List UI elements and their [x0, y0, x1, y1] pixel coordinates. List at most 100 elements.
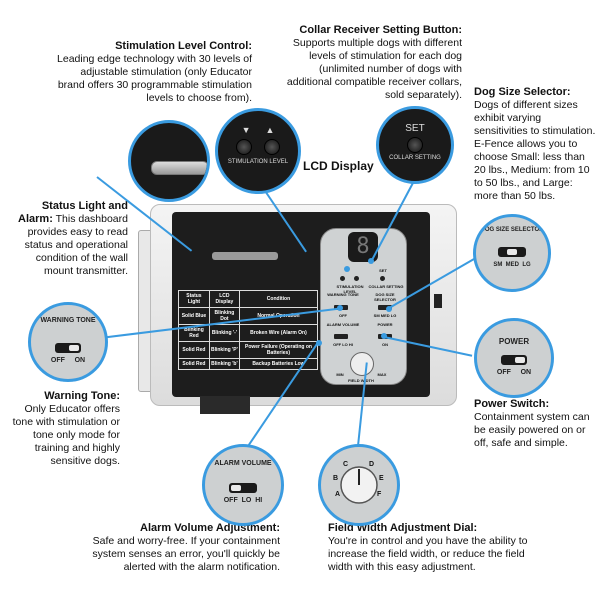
mini-alarm-opts: OFF LO HI	[333, 342, 353, 347]
collar-setting-label: COLLAR SETTING	[389, 155, 441, 161]
leader-dot	[344, 266, 350, 272]
dial-letter: B	[333, 475, 339, 482]
set-label: SET	[405, 123, 425, 134]
mini-power-label: POWER	[377, 322, 393, 327]
field-width-dial[interactable]	[321, 447, 397, 523]
table-row: Blinking Red Blinking '-' Broken Wire (A…	[178, 324, 319, 342]
status-title: Status Light and Alarm:	[18, 200, 128, 225]
warning-tone-zoom: WARNING TONE OFF ON	[28, 302, 108, 382]
legend-cell: Solid Blue	[178, 307, 210, 325]
dial-letter: C	[343, 461, 349, 468]
status-light-bar	[151, 161, 207, 175]
power-callout: Power Switch: Containment system can be …	[474, 398, 598, 450]
legend-header: Status Light	[178, 290, 210, 308]
power-body: Containment system can be easily powered…	[474, 411, 590, 449]
warning-tone-switch[interactable]	[55, 343, 81, 353]
field-width-zoom: A B C D E F	[318, 444, 400, 526]
legend-header: LCD Display	[208, 290, 240, 308]
table-row: Solid Blue Blinking Dot Normal Operation	[178, 307, 319, 325]
warning-tone-knob	[69, 345, 79, 351]
power-zoom: POWER OFF ON	[474, 318, 554, 398]
alarm-volume-label: ALARM VOLUME	[214, 460, 272, 467]
status-light	[212, 252, 278, 260]
leader-dot	[386, 306, 392, 312]
mini-max-label: MAX	[377, 372, 387, 377]
status-callout: Status Light and Alarm: This dashboard p…	[8, 200, 128, 278]
dial-letter: D	[369, 461, 375, 468]
stimulation-callout: Stimulation Level Control: Leading edge …	[52, 40, 252, 105]
stim-arrows: ▼ ▲	[241, 125, 275, 135]
stimulation-body: Leading edge technology with 30 levels o…	[57, 53, 252, 104]
power-knob	[515, 357, 525, 363]
dog-size-switch[interactable]	[498, 247, 526, 257]
mini-collar-label: COLLAR SETTING	[368, 284, 404, 289]
stim-down-button[interactable]	[340, 276, 345, 281]
status-body: This dashboard provides easy to read sta…	[24, 213, 128, 277]
power-switch[interactable]	[501, 355, 527, 365]
dial-letter: E	[379, 475, 384, 482]
warning-title: Warning Tone:	[44, 390, 120, 402]
stimulation-title: Stimulation Level Control:	[115, 40, 252, 52]
table-row: Solid Red Blinking 'P' Power Failure (Op…	[178, 341, 319, 359]
dial-letter: F	[377, 491, 382, 498]
mini-dogsize-opts: SM MED LG	[373, 313, 397, 318]
lcd-title: LCD Display	[303, 159, 374, 173]
collar-body: Supports multiple dogs with different le…	[286, 37, 462, 101]
alarm-volume-switch[interactable]	[229, 483, 257, 493]
power-label: POWER	[498, 337, 530, 346]
legend-cell: Blinking '-'	[208, 324, 240, 342]
leader-dot	[368, 258, 374, 264]
mini-power-opts: ON	[382, 342, 388, 347]
stim-up-button[interactable]	[264, 139, 280, 155]
mini-warning-opts: OFF	[339, 313, 347, 318]
mini-field-width-label: FIELD WIDTH	[348, 378, 374, 383]
legend-cell: Blinking 'P'	[208, 341, 240, 359]
stimulation-zoom: ▼ ▲ STIMULATION LEVEL	[215, 108, 301, 194]
set-button[interactable]	[380, 276, 385, 281]
mini-alarm-switch[interactable]	[334, 334, 348, 339]
power-title: Power Switch:	[474, 398, 550, 410]
mini-warning-label: WARNING TONE	[327, 292, 359, 297]
set-button[interactable]	[407, 137, 423, 153]
field-callout: Field Width Adjustment Dial: You're in c…	[328, 522, 528, 574]
alarm-volume-knob	[231, 485, 241, 491]
mini-dogsize-label: DOG SIZE SELECTOR	[374, 292, 396, 302]
mini-min-label: MIN	[336, 372, 344, 377]
dial-letter: A	[335, 491, 341, 498]
warning-callout: Warning Tone: Only Educator offers tone …	[8, 390, 120, 468]
legend-cell: Blinking 'b'	[208, 358, 240, 370]
leader-dot	[316, 340, 322, 346]
side-clip	[434, 294, 442, 308]
legend-cell: Solid Red	[178, 358, 210, 370]
legend-header: Condition	[238, 290, 319, 308]
leader-dot	[381, 333, 387, 339]
warning-tone-label: WARNING TONE	[40, 317, 96, 324]
legend-cell: Backup Batteries Low	[238, 358, 319, 370]
alarm-callout: Alarm Volume Adjustment: Safe and worry-…	[82, 522, 280, 574]
stim-down-button[interactable]	[236, 139, 252, 155]
dog-size-opts: SM MED LG	[493, 262, 531, 268]
status-light-zoom	[128, 120, 210, 202]
dog-size-knob	[507, 249, 517, 255]
stim-up-button[interactable]	[354, 276, 359, 281]
legend-cell: Broken Wire (Alarm On)	[238, 324, 319, 342]
dog-size-callout: Dog Size Selector: Dogs of different siz…	[474, 86, 596, 203]
warning-body: Only Educator offers tone with stimulati…	[12, 403, 120, 467]
power-opts: OFF ON	[496, 369, 532, 376]
dog-size-body: Dogs of different sizes exhibit varying …	[474, 99, 596, 202]
dog-size-label: DOG SIZE SELECTOR	[480, 227, 544, 233]
legend-cell: Power Failure (Operating on Batteries)	[238, 341, 319, 359]
alarm-volume-opts: OFF LO HI	[223, 497, 263, 504]
legend-cell: Solid Red	[178, 341, 210, 359]
collar-title: Collar Receiver Setting Button:	[299, 24, 462, 36]
mini-set-label: SET	[379, 268, 387, 273]
mini-dogsize-switch[interactable]	[378, 305, 392, 310]
mini-field-dial[interactable]	[350, 352, 374, 376]
collar-zoom: SET COLLAR SETTING	[376, 106, 454, 184]
alarm-title: Alarm Volume Adjustment:	[140, 522, 280, 534]
alarm-body: Safe and worry-free. If your containment…	[92, 535, 280, 573]
warning-tone-opts: OFF ON	[50, 357, 86, 364]
mini-stim-label: STIMULATION LEVEL	[336, 284, 364, 294]
dog-size-zoom: DOG SIZE SELECTOR SM MED LG	[473, 214, 551, 292]
table-row: Solid Red Blinking 'b' Backup Batteries …	[178, 358, 319, 370]
